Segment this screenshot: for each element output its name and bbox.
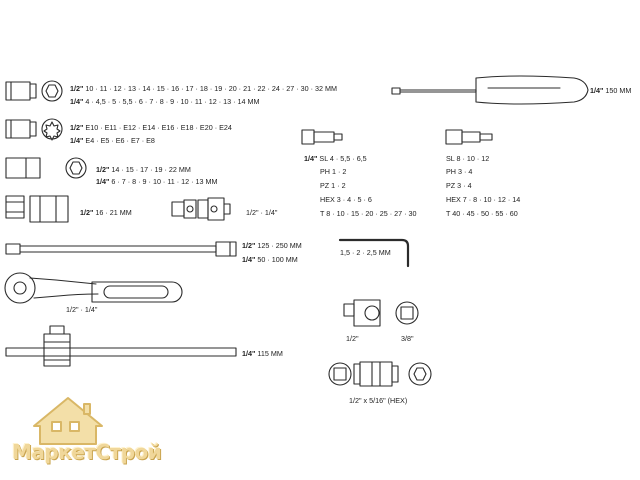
bits-left-line3: PZ 1 · 2 bbox=[320, 181, 346, 190]
socket-row1-line1: 1/2" 10 · 11 · 12 · 13 · 14 · 15 · 16 · … bbox=[70, 84, 337, 93]
bits-left-line5: T 8 · 10 · 15 · 20 · 25 · 27 · 30 bbox=[320, 209, 417, 218]
spark-plug-label: 1/2" 16 · 21 MM bbox=[80, 208, 132, 217]
adapter-label-c: 1/2" x 5/16" (HEX) bbox=[349, 396, 408, 405]
screwdriver-label: 1/4" 150 MM bbox=[590, 86, 632, 95]
hex-socket-pair-icon bbox=[5, 80, 63, 102]
hex-key-icon bbox=[338, 238, 410, 268]
bits-left-line1: 1/4" SL 4 · 5,5 · 6,5 bbox=[304, 154, 367, 163]
watermark-text: МаркетСтрой bbox=[12, 440, 162, 464]
torx-row-line1: 1/2" E10 · E11 · E12 · E14 · E16 · E18 ·… bbox=[70, 123, 232, 132]
universal-joint-label: 1/2" · 1/4" bbox=[246, 208, 278, 217]
bits-right-line2: PH 3 · 4 bbox=[446, 167, 473, 176]
hex-key-label: 1,5 · 2 · 2,5 MM bbox=[340, 248, 391, 257]
screwdriver-handle-icon bbox=[391, 75, 589, 105]
adapter-label-b: 3/8" bbox=[401, 334, 414, 343]
t-bar-label: 1/4" 115 MM bbox=[242, 349, 283, 358]
torx-row-line2: 1/4" E4 · E5 · E6 · E7 · E8 bbox=[70, 136, 155, 145]
t-bar-handle-icon bbox=[5, 325, 237, 367]
bits-right-line4: HEX 7 · 8 · 10 · 12 · 14 bbox=[446, 195, 521, 204]
universal-joint-icon bbox=[171, 197, 231, 221]
ratchet-label: 1/2" · 1/4" bbox=[66, 305, 98, 314]
deep-socket-line1: 1/2" 14 · 15 · 17 · 19 · 22 MM bbox=[96, 165, 191, 174]
bit-holder-right-icon bbox=[445, 129, 493, 145]
hex-bit-adapter-icon bbox=[328, 361, 432, 387]
bits-right-line5: T 40 · 45 · 50 · 55 · 60 bbox=[446, 209, 518, 218]
bits-left-line2: PH 1 · 2 bbox=[320, 167, 347, 176]
extension-line2: 1/4" 50 · 100 MM bbox=[242, 255, 298, 264]
bits-left-line4: HEX 3 · 4 · 5 · 6 bbox=[320, 195, 372, 204]
bits-right-line1: SL 8 · 10 · 12 bbox=[446, 154, 490, 163]
bit-holder-left-icon bbox=[301, 129, 343, 145]
deep-socket-line2: 1/4" 6 · 7 · 8 · 9 · 10 · 11 · 12 · 13 M… bbox=[96, 177, 218, 186]
watermark-house-icon bbox=[33, 397, 103, 445]
deep-socket-pair-icon bbox=[5, 157, 87, 179]
spark-plug-socket-icon bbox=[5, 195, 69, 223]
torx-socket-pair-icon bbox=[5, 118, 63, 141]
square-adapter-icon bbox=[343, 299, 381, 327]
extension-line1: 1/2" 125 · 250 MM bbox=[242, 241, 302, 250]
ratchet-wrench-icon bbox=[4, 272, 183, 304]
adapter-label-a: 1/2" bbox=[346, 334, 359, 343]
bits-right-line3: PZ 3 · 4 bbox=[446, 181, 472, 190]
square-drive-adapter-icon bbox=[395, 301, 419, 325]
socket-row1-line2: 1/4" 4 · 4,5 · 5 · 5,5 · 6 · 7 · 8 · 9 ·… bbox=[70, 97, 260, 106]
extension-bar-icon bbox=[5, 241, 237, 257]
